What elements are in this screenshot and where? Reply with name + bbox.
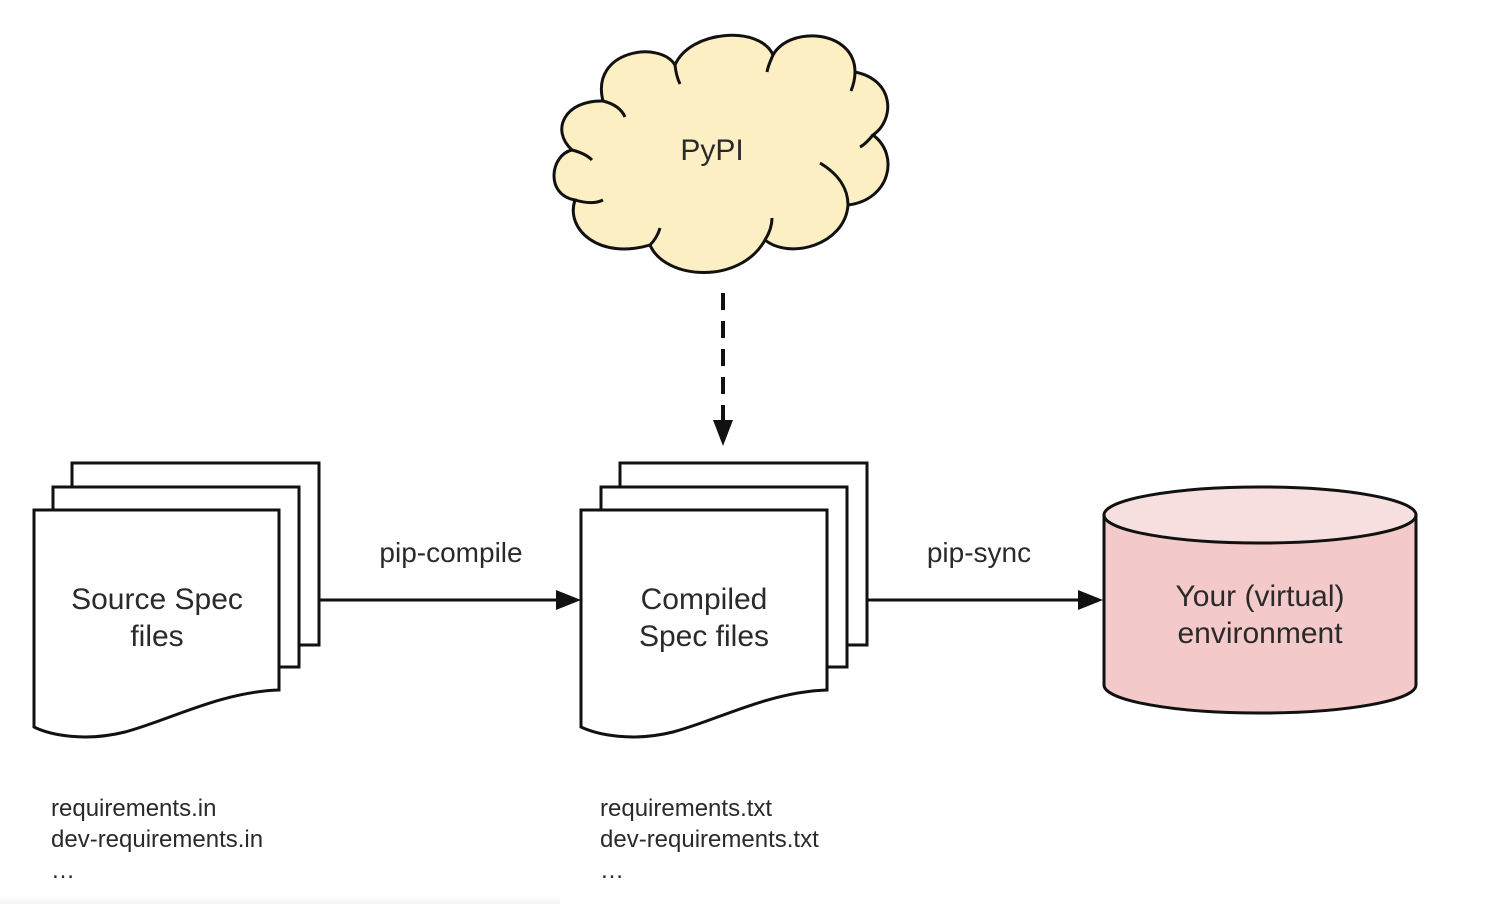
cloud-curl [571,148,594,162]
cylinder-top [1102,485,1418,545]
compiled-spec-label-line1: Compiled [641,583,768,616]
arrowhead-icon [556,590,581,610]
file-name: dev-requirements.txt [600,826,819,853]
environment-label-line2: environment [1177,617,1343,650]
arrowhead-icon [1078,590,1103,610]
cloud-curl [765,54,775,73]
environment-cylinder: Your (virtual) environment [1102,485,1418,715]
document-page-front [32,508,281,739]
source-spec-stack: Source Spec files [32,461,321,739]
cloud-curl [859,134,875,149]
cloud-curl [819,161,850,206]
source-spec-label-line1: Source Spec [71,583,243,616]
cloud-curl [849,71,857,92]
pypi-cloud: PyPI [552,33,890,274]
file-name: requirements.in [51,795,217,822]
source-file-list: requirements.in dev-requirements.in … [51,793,263,886]
cloud-curl [648,227,662,247]
cloud-curl [673,64,682,85]
source-spec-label-line2: files [130,620,183,653]
cloud-curl [602,99,627,118]
environment-label-line1: Your (virtual) [1176,580,1345,613]
cloud-curl [763,217,774,241]
file-ellipsis: … [51,857,75,884]
file-name: dev-requirements.in [51,826,264,853]
pypi-label: PyPI [680,134,743,167]
compiled-spec-stack: Compiled Spec files [579,461,869,739]
cloud-curl [574,198,604,205]
compiled-file-list: requirements.txt dev-requirements.txt … [600,793,819,886]
arrowhead-icon [713,420,733,446]
compiled-spec-label-line2: Spec files [639,620,769,653]
bottom-shadow [0,896,560,904]
pip-sync-label: pip-sync [927,537,1031,568]
cylinder-body [1102,513,1418,715]
document-page-front [579,508,829,739]
file-name: requirements.txt [600,795,773,822]
pip-compile-label: pip-compile [379,537,522,568]
file-ellipsis: … [600,857,624,884]
